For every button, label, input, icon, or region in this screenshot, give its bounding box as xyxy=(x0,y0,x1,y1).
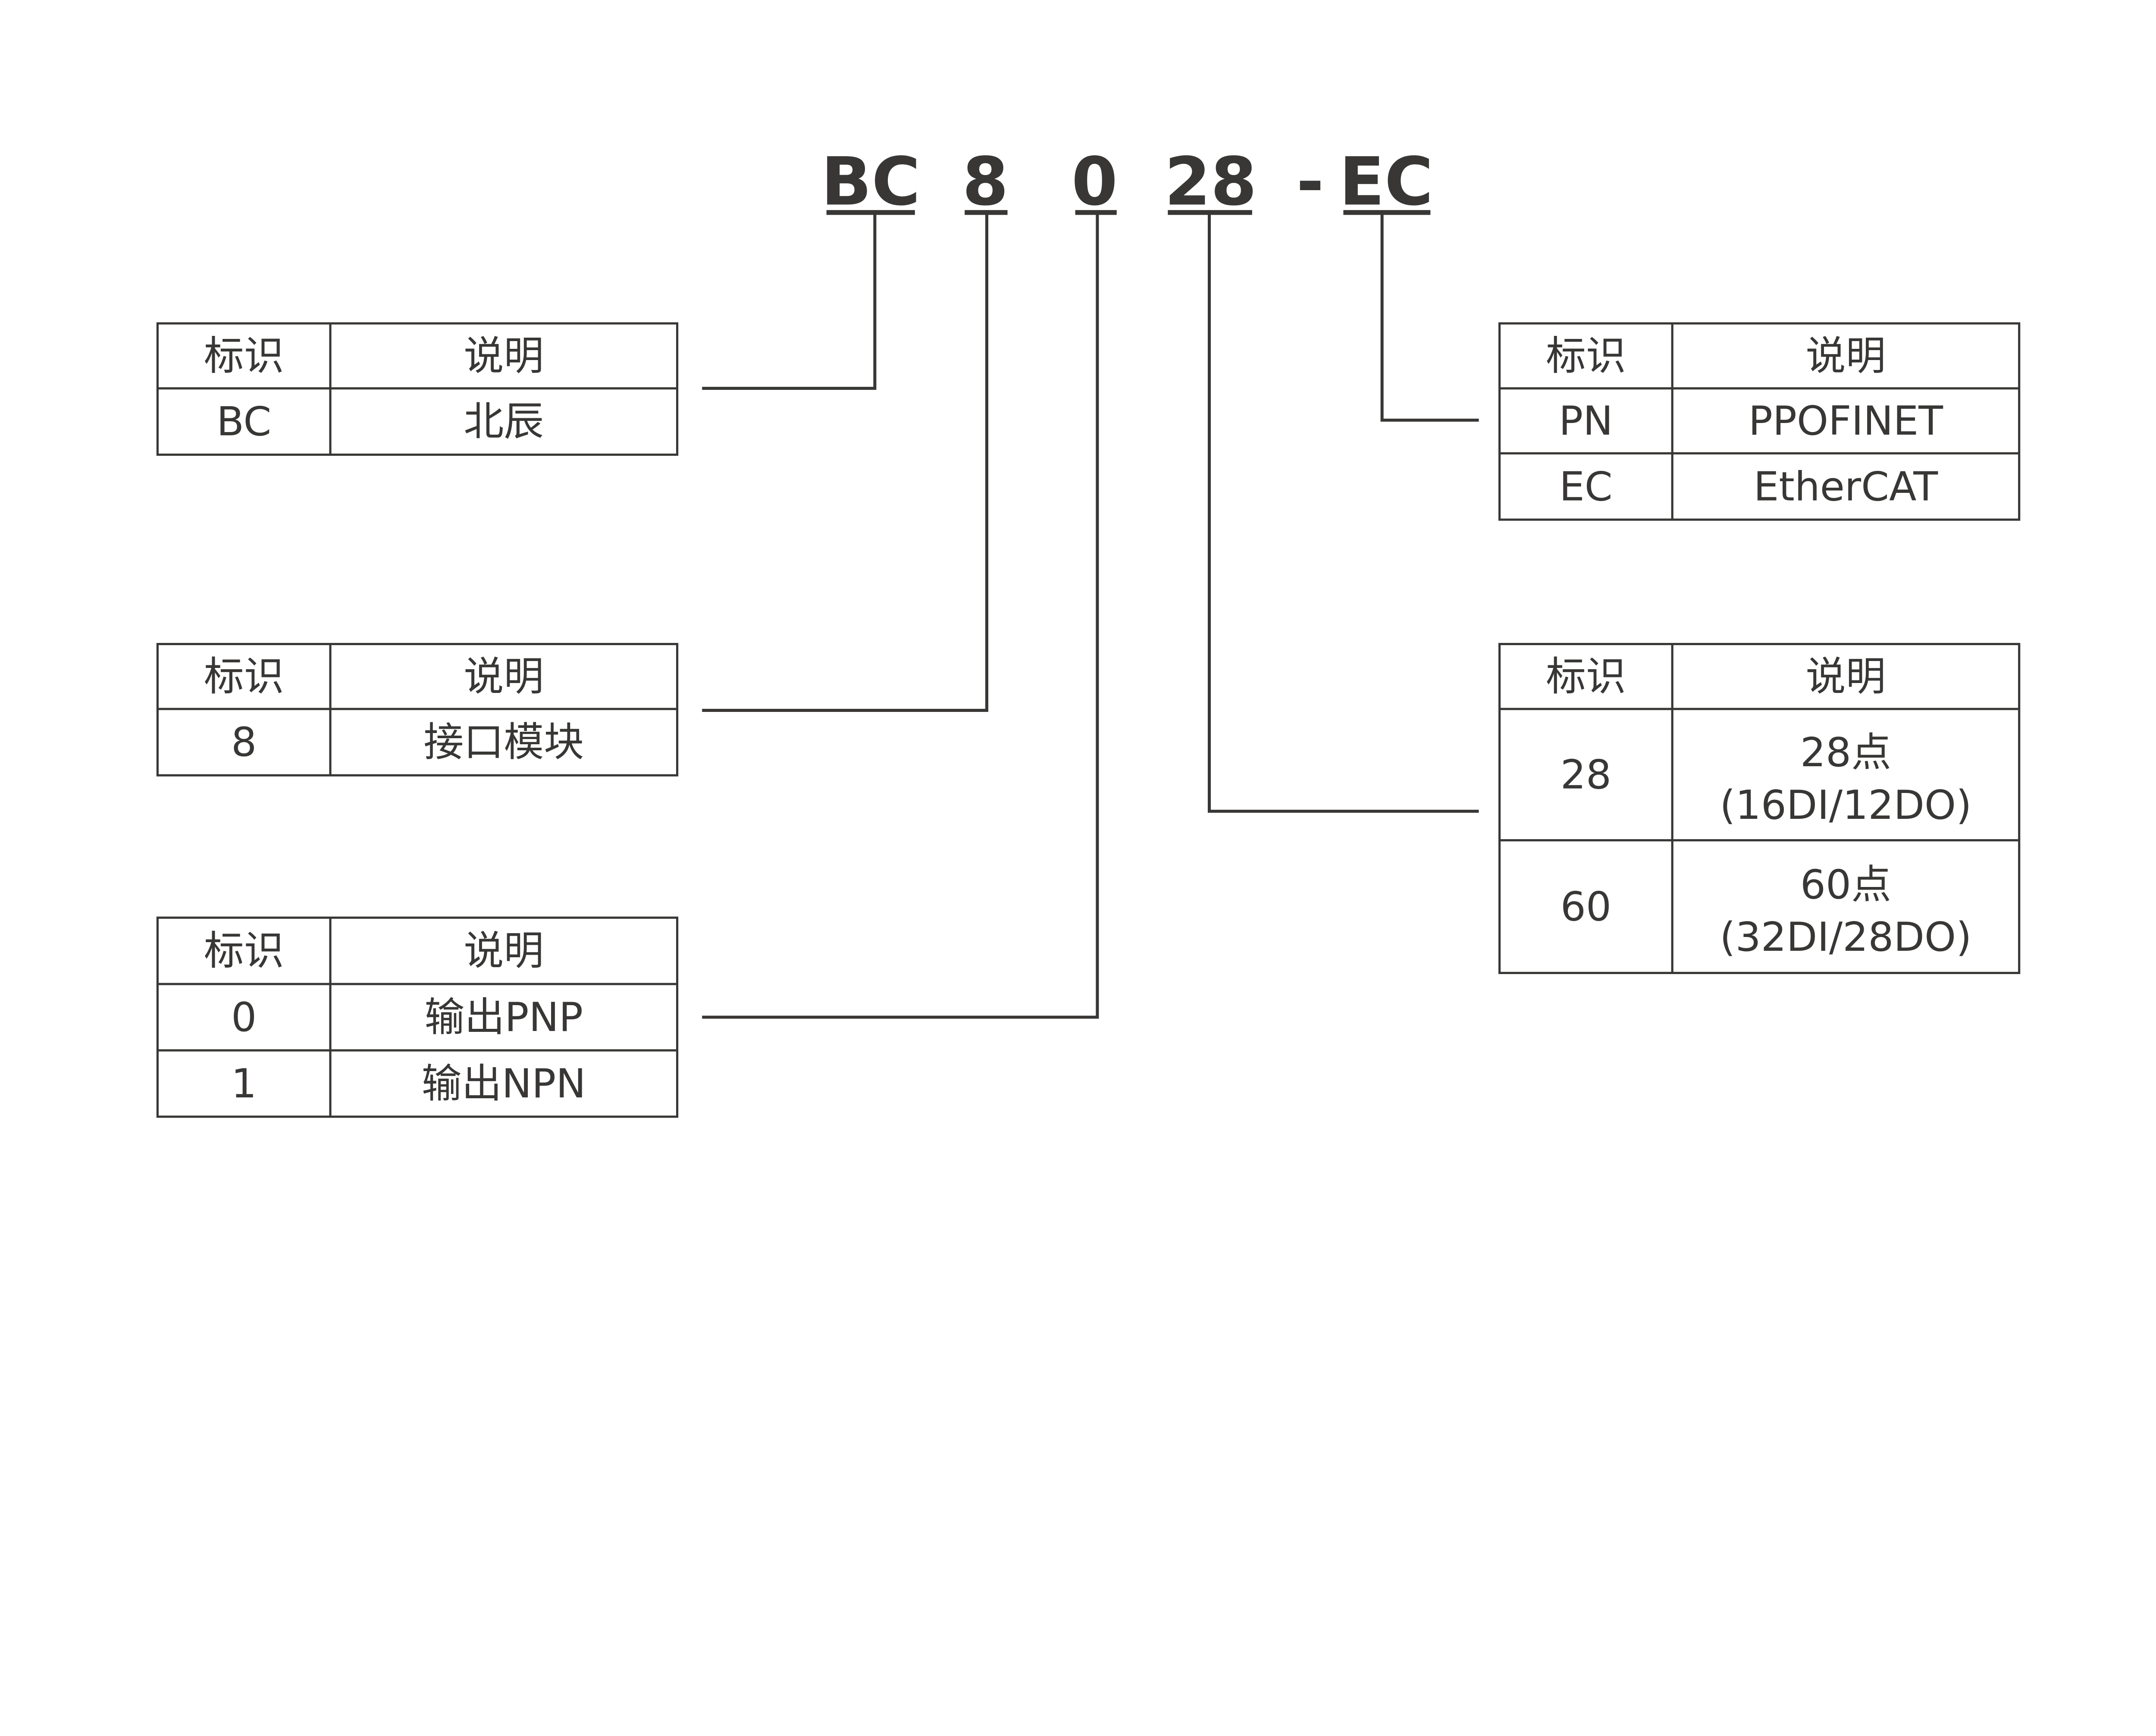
table-cell: 接口模块 xyxy=(423,719,584,765)
code-part: EC xyxy=(1339,143,1433,220)
table-cell: EC xyxy=(1559,463,1613,510)
code-part: - xyxy=(1297,143,1324,220)
connector-line xyxy=(702,214,1099,1019)
table-cell: 60 xyxy=(1561,884,1611,930)
table-module: 标识 说明 8 接口模块 xyxy=(156,643,679,777)
table-cell: 输出NPN xyxy=(422,1060,586,1107)
table-points: 标识 说明 28 28点 (16DI/12DO) 60 60点 (32DI/28DO) xyxy=(1498,643,2021,974)
table-cell: 60点 xyxy=(1800,861,1891,908)
table-cell: EtherCAT xyxy=(1754,463,1939,510)
table-header-cell: 标识 xyxy=(204,332,284,379)
connector-line xyxy=(702,214,877,390)
code-underline xyxy=(1075,210,1117,215)
code-part: BC xyxy=(821,143,920,220)
table-header-cell: 说明 xyxy=(1806,332,1886,379)
table-cell: 输出PNP xyxy=(425,994,583,1040)
connector-line xyxy=(1380,214,1479,422)
code-underline xyxy=(1343,210,1431,215)
code-underline xyxy=(826,210,915,215)
table-cell: BC xyxy=(216,398,271,445)
table-cell: (32DI/28DO) xyxy=(1720,914,1971,960)
table-header-cell: 说明 xyxy=(1806,653,1886,700)
connector-line xyxy=(702,214,988,712)
code-part: 0 xyxy=(1072,143,1118,220)
table-header-cell: 说明 xyxy=(464,332,544,379)
table-output: 标识 说明 0 输出PNP 1 输出NPN xyxy=(156,916,679,1118)
table-cell: (16DI/12DO) xyxy=(1720,782,1971,828)
table-cell: 0 xyxy=(231,994,257,1040)
table-cell: 28点 xyxy=(1800,729,1891,776)
table-cell: 8 xyxy=(231,719,257,765)
table-border xyxy=(1498,322,2021,521)
code-part: 8 xyxy=(962,143,1009,220)
table-header-cell: 说明 xyxy=(464,928,544,974)
table-brand: 标识 说明 BC 北辰 xyxy=(156,322,679,456)
table-header-cell: 标识 xyxy=(204,653,284,700)
table-cell: 北辰 xyxy=(464,398,544,445)
table-cell: PPOFINET xyxy=(1749,398,1943,444)
code-part: 28 xyxy=(1165,143,1257,220)
table-cell: 28 xyxy=(1561,752,1611,798)
table-header-cell: 说明 xyxy=(464,653,544,700)
table-cell: 1 xyxy=(231,1060,257,1107)
table-cell: PN xyxy=(1559,398,1613,444)
table-border xyxy=(1498,643,2021,974)
table-border xyxy=(156,916,679,1118)
code-underline xyxy=(965,210,1008,215)
table-bus: 标识 说明 PN PPOFINET EC EtherCAT xyxy=(1498,322,2021,521)
connectors xyxy=(702,214,1479,1019)
connector-line xyxy=(1207,214,1479,813)
table-header-cell: 标识 xyxy=(1546,653,1626,700)
code-underline xyxy=(1168,210,1252,215)
table-header-cell: 标识 xyxy=(1546,332,1626,379)
table-header-cell: 标识 xyxy=(204,928,284,974)
